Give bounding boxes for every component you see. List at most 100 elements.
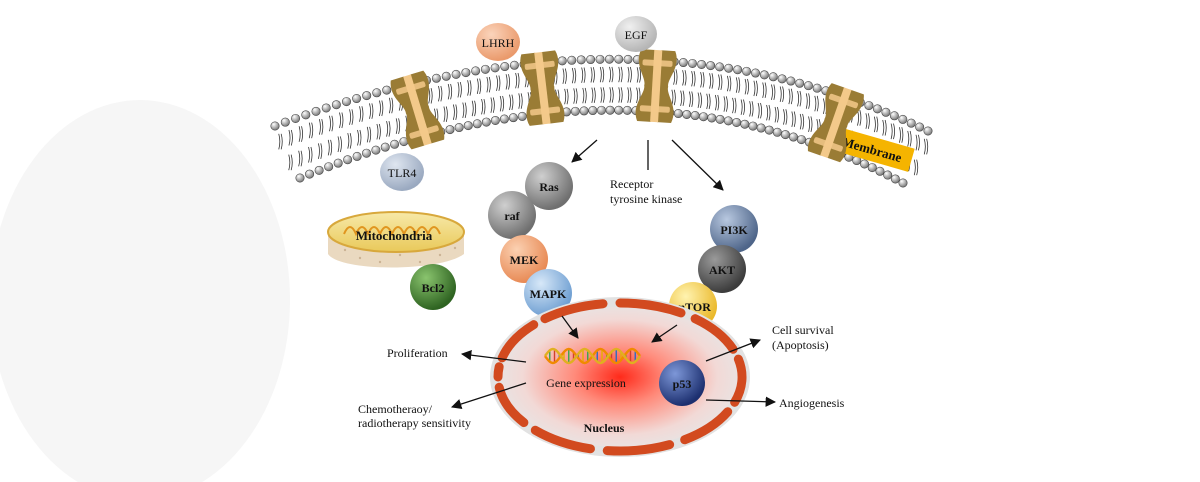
dna-helix [544, 347, 641, 365]
lipid-head [759, 70, 769, 80]
lipid-tail [471, 100, 474, 117]
lipid-tail [492, 97, 495, 113]
lipid-tail [327, 139, 330, 156]
lipid-tail [732, 97, 735, 114]
lipid-tail [341, 112, 344, 129]
lipid-tail [574, 67, 577, 84]
lipid-tail [738, 77, 741, 93]
lipid-head [890, 174, 900, 184]
lipid-head [352, 151, 362, 161]
lipid-tail [639, 67, 642, 83]
lipid-head [883, 170, 893, 180]
lipid-head [803, 81, 813, 91]
lipid-head [557, 56, 567, 66]
lipid-tail [702, 72, 705, 88]
lipid-tail [508, 74, 510, 90]
lipid-tail [693, 70, 696, 87]
lipid-head [690, 111, 700, 121]
envelope-segment [497, 320, 539, 363]
lhrh-ligand: LHRH [476, 23, 520, 61]
lipid-head [622, 105, 632, 115]
lipid-head [295, 173, 305, 183]
lipid-head [333, 158, 343, 168]
lipid-tail [726, 75, 729, 92]
transmembrane-receptor [390, 70, 445, 150]
lipid-head [567, 55, 577, 65]
lipid-head [772, 127, 782, 137]
lipid-tail [725, 96, 728, 112]
lipid-tail [321, 119, 324, 135]
lipid-tail [599, 66, 602, 83]
lipid-head [889, 111, 899, 121]
lipid-tail [734, 97, 737, 114]
svg-text:p53: p53 [673, 377, 692, 391]
nucleus-label: Nucleus [584, 421, 625, 435]
lipid-tail [486, 76, 489, 93]
lipid-head [860, 159, 870, 169]
lipid-head [795, 78, 805, 88]
lipid-head [614, 54, 624, 64]
outcome-arrows [451, 315, 777, 410]
lipid-tail [762, 82, 765, 99]
lipid-tail [788, 88, 791, 105]
lipid-head [623, 54, 633, 64]
lipid-head [780, 130, 790, 140]
lipid-tail [709, 73, 712, 89]
lipid-head [915, 122, 925, 132]
lipid-tail [918, 134, 920, 151]
lipid-tail [376, 123, 379, 140]
lipid-tail [278, 133, 281, 150]
lipid-tail [747, 78, 749, 95]
envelope-segment [493, 362, 504, 382]
lipid-tail [330, 139, 333, 156]
mitochondria: Mitochondria [327, 211, 465, 268]
lipid-tail [452, 104, 455, 120]
lipid-tail [810, 116, 813, 132]
lipid-tail [773, 84, 776, 100]
lipid-tail [700, 72, 703, 88]
lipid-tail [318, 143, 320, 160]
envelope-segment [540, 299, 608, 324]
lipid-tail [729, 75, 732, 92]
lipid-tail [793, 111, 796, 128]
lipid-head [673, 109, 683, 119]
lipid-tail [430, 88, 433, 104]
lipid-tail [720, 74, 723, 90]
lipid-tail [797, 90, 800, 107]
lipid-tail [440, 85, 443, 102]
lipid-tail [915, 134, 918, 151]
lipid-tail [618, 87, 621, 103]
lipid-head [764, 125, 774, 135]
lipid-tail [511, 94, 514, 111]
lipid-head [906, 118, 916, 128]
lipid-tail [476, 78, 479, 95]
lipid-tail [785, 109, 788, 125]
lipid-tail [467, 80, 470, 96]
lipid-tail [280, 133, 283, 150]
lipid-tail [823, 98, 825, 115]
lipid-head [508, 113, 518, 123]
lipid-tail [320, 143, 323, 160]
lipid-tail [575, 88, 578, 104]
lipid-tail [564, 68, 567, 84]
lipid-tail [388, 121, 391, 137]
lipid-tail [909, 130, 912, 147]
svg-text:LHRH: LHRH [482, 36, 515, 50]
lipid-head [463, 121, 473, 131]
lipid-tail [361, 106, 364, 122]
lipid-tail [581, 67, 584, 83]
lipid-tail [308, 122, 311, 139]
lipid-tail [349, 109, 352, 125]
svg-text:raf: raf [504, 209, 520, 223]
lipid-tail [808, 93, 811, 109]
lipid-tail [298, 150, 301, 167]
lipid-tail [755, 80, 758, 97]
lipid-tail [600, 87, 603, 103]
lipid-tail [469, 80, 472, 96]
lipid-head [614, 105, 624, 115]
envelope-segment [690, 314, 738, 354]
lipid-head [898, 178, 908, 188]
lipid-head [499, 114, 509, 124]
lipid-tail [318, 119, 321, 135]
lipid-tail [609, 87, 612, 103]
